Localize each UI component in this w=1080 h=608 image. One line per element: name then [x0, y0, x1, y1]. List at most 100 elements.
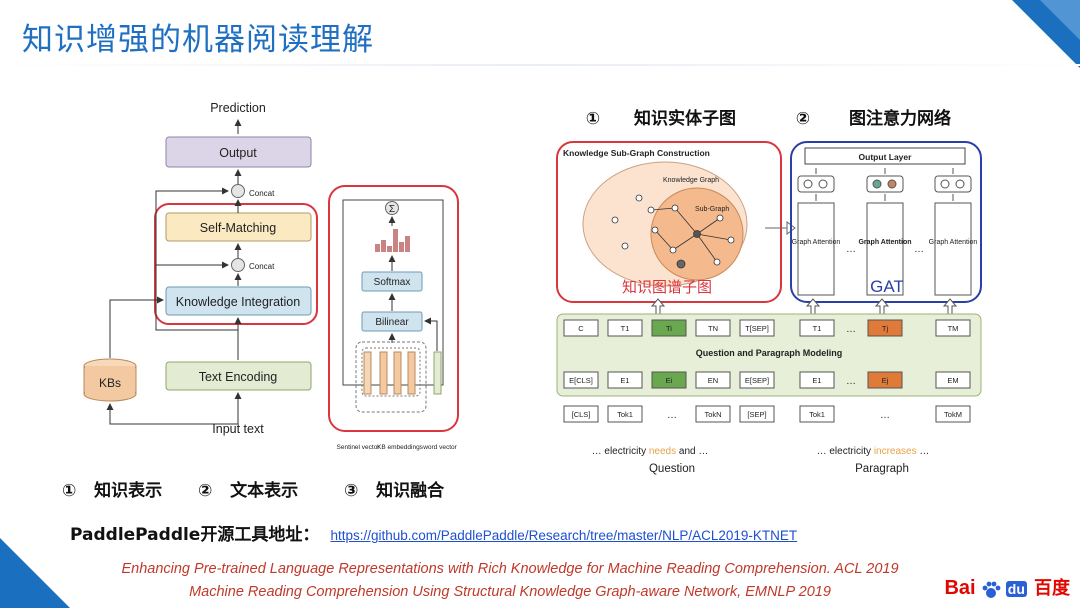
- concat-top-node: [231, 184, 245, 198]
- t-token-2-box: [651, 319, 687, 337]
- caption-2: ② 文本表示: [198, 481, 299, 501]
- graph-attention-columns: [797, 202, 972, 296]
- t-token-7-label: Tj: [882, 324, 889, 333]
- attention-weights-chart: [375, 229, 410, 252]
- self-matching-label: Self-Matching: [200, 221, 276, 235]
- output-box: [165, 136, 312, 168]
- t-token-3-box: [695, 319, 731, 337]
- t-token-2-label: Ti: [666, 324, 672, 333]
- knowledge-graph-label: Knowledge Graph: [663, 177, 719, 184]
- header-1-num: ①: [586, 109, 600, 129]
- t-token-5-box: [799, 319, 835, 337]
- left-caption-row: ① 知识表示 ② 文本表示 ③ 知识融合: [62, 476, 482, 502]
- e-token-2-box: [651, 371, 687, 389]
- kbs-label: KBs: [99, 376, 121, 390]
- e-token-1-label: E1: [620, 376, 629, 385]
- output-node-pairs: [797, 175, 972, 193]
- sum-symbol: Σ: [389, 204, 395, 215]
- t-token-0-label: C: [578, 324, 584, 333]
- e-token-8-label: EM: [947, 376, 958, 385]
- input-text-label: Input text: [212, 422, 264, 436]
- annotation-box-knowledge-fusion-detail: [328, 185, 459, 432]
- e-token-0-box: [563, 371, 599, 389]
- graph-attention-label-1: Graph Attention: [792, 239, 841, 246]
- gat-ellipsis-1: …: [846, 244, 856, 255]
- header-1-label: 知识实体子图: [633, 108, 736, 129]
- text-encoding-label: Text Encoding: [199, 370, 278, 384]
- baidu-logo-text: Bai: [944, 577, 976, 599]
- knowledge-integration-box: [165, 286, 312, 316]
- sub-graph-label: Sub-Graph: [695, 206, 729, 213]
- paragraph-text: … electricity increases …: [817, 446, 930, 457]
- prediction-label: Prediction: [210, 101, 266, 115]
- e-token-3-label: EN: [708, 376, 718, 385]
- tok-row-ellipsis: …: [880, 410, 890, 421]
- input-token-0-box: [563, 405, 599, 423]
- paddle-link[interactable]: https://github.com/PaddlePaddle/Research…: [330, 528, 798, 543]
- subgraph-cn-label: 知识图谱子图: [622, 278, 712, 296]
- reference-1: Enhancing Pre-trained Language Represent…: [121, 561, 899, 577]
- e-token-2-label: Ei: [666, 376, 673, 385]
- slide-title: 知识增强的机器阅读理解: [22, 22, 374, 58]
- paw-icon: [982, 581, 1001, 598]
- graph-attention-label-3: Graph Attention: [929, 239, 978, 246]
- paddle-label: PaddlePaddle开源工具地址：: [70, 525, 320, 545]
- e-token-4-box: [739, 371, 775, 389]
- e-token-5-box: [799, 371, 835, 389]
- text-encoding-box: [165, 361, 312, 391]
- sentinel-vector-label: Sentinel vector: [337, 444, 381, 451]
- sum-node: [385, 201, 399, 215]
- softmax-box: [361, 271, 423, 292]
- baidu-logo-du: du: [1005, 581, 1027, 597]
- e-row-ellipsis: …: [846, 376, 856, 387]
- up-arrows-to-panels: [650, 298, 958, 315]
- tok-row: [CLS]Tok1…TokN[SEP]Tok1…TokM: [563, 405, 971, 423]
- knowledge-integration-label: Knowledge Integration: [176, 295, 300, 309]
- input-token-0-label: [CLS]: [572, 410, 591, 419]
- t-token-0-box: [563, 319, 599, 337]
- input-token-4-box: [739, 405, 775, 423]
- bilinear-box: [361, 311, 423, 332]
- baidu-logo: Bai du 百度: [944, 574, 1070, 602]
- word-vector-label: word vector: [422, 444, 457, 451]
- input-token-5-label: Tok1: [809, 410, 825, 419]
- question-text: … electricity needs and …: [592, 446, 709, 457]
- graph-attention-label-2: Graph Attention: [858, 239, 911, 246]
- input-token-3-box: [695, 405, 731, 423]
- e-token-8-box: [935, 371, 971, 389]
- input-token-5-box: [799, 405, 835, 423]
- kbs-cylinder: [83, 358, 137, 402]
- title-divider: [0, 64, 1080, 66]
- input-token-4-label: [SEP]: [747, 410, 766, 419]
- left-architecture-diagram: Prediction Output Concat Self-Matching C…: [60, 96, 465, 470]
- t-token-8-box: [935, 319, 971, 337]
- input-token-7-box: [935, 405, 971, 423]
- input-token-1-label: Tok1: [617, 410, 633, 419]
- input-token-7-label: TokM: [944, 410, 962, 419]
- e-token-7-box: [867, 371, 903, 389]
- concat-mid-label: Concat: [249, 262, 275, 271]
- e-token-4-label: E[SEP]: [745, 376, 769, 385]
- baidu-logo-cn: 百度: [1034, 578, 1070, 599]
- output-layer-label: Output Layer: [859, 152, 913, 162]
- concat-top-label: Concat: [249, 189, 275, 198]
- graph-nodes: [611, 194, 735, 269]
- t-token-4-label: T[SEP]: [745, 324, 769, 333]
- bilinear-label: Bilinear: [375, 317, 409, 328]
- t-token-4-box: [739, 319, 775, 337]
- e-token-1-box: [607, 371, 643, 389]
- gat-ellipsis-2: …: [914, 244, 924, 255]
- kb-embeddings-label: KB embeddings: [377, 444, 424, 451]
- input-token-1-box: [607, 405, 643, 423]
- header-2-num: ②: [796, 109, 810, 129]
- t-token-8-label: TM: [948, 324, 959, 333]
- reference-2: Machine Reading Comprehension Using Stru…: [189, 584, 831, 600]
- caption-1: ① 知识表示: [62, 481, 163, 501]
- vector-columns: [363, 351, 442, 395]
- output-layer-box: [804, 147, 966, 165]
- tok-row-ellipsis: …: [667, 410, 677, 421]
- paddle-row: PaddlePaddle开源工具地址： https://github.com/P…: [70, 520, 797, 546]
